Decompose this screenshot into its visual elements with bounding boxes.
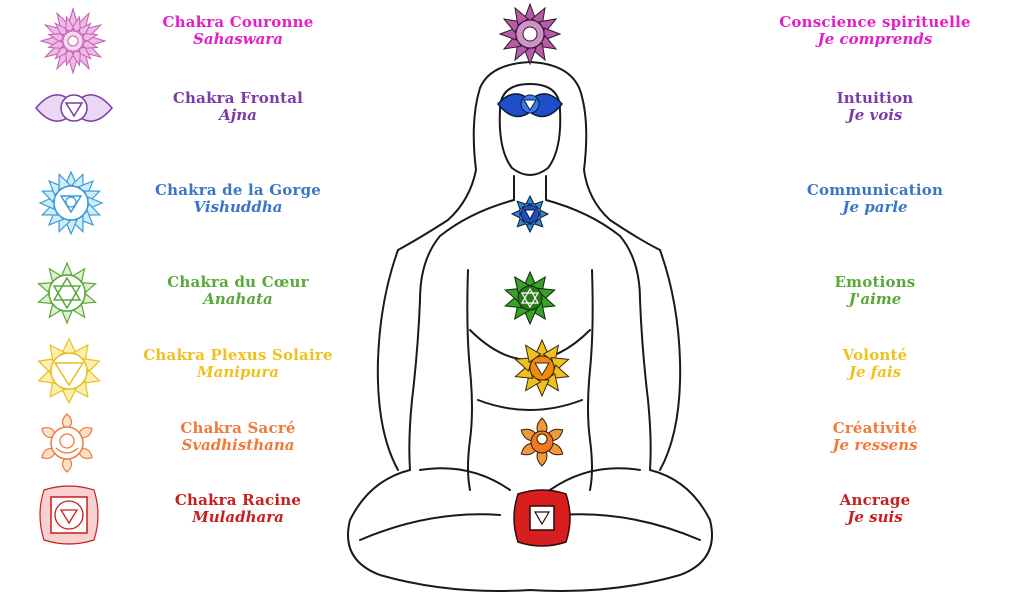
chakra-name: Chakra Couronne bbox=[162, 13, 314, 31]
chakra-quality: Créativité bbox=[832, 419, 918, 437]
chakra-quality: Communication bbox=[806, 181, 944, 199]
chakra-crown-label: Chakra Couronne Sahaswara bbox=[138, 13, 338, 49]
chakra-name: Chakra Frontal bbox=[172, 89, 304, 107]
heart-star-icon bbox=[36, 261, 98, 325]
chakra-sacral-label: Chakra Sacré Svadhisthana bbox=[138, 419, 338, 455]
body-throat-chakra bbox=[510, 194, 550, 234]
chakra-quality: Conscience spirituelle bbox=[779, 13, 971, 31]
quality-heart-label: Emotions J'aime bbox=[770, 273, 980, 309]
quality-third-eye-label: Intuition Je vois bbox=[770, 89, 980, 125]
body-third-eye-chakra bbox=[497, 93, 563, 118]
chakra-affirmation: Je suis bbox=[847, 508, 903, 527]
chakra-sanskrit: Anahata bbox=[203, 290, 273, 309]
chakra-affirmation: Je comprends bbox=[817, 30, 933, 49]
chakra-root-label: Chakra Racine Muladhara bbox=[138, 491, 338, 527]
throat-lotus-icon bbox=[38, 170, 104, 236]
chakra-sanskrit: Svadhisthana bbox=[181, 436, 295, 455]
body-solar-plexus-chakra bbox=[514, 338, 570, 398]
quality-solar-plexus-label: Volonté Je fais bbox=[770, 346, 980, 382]
chakra-solar-plexus-label: Chakra Plexus Solaire Manipura bbox=[138, 346, 338, 382]
chakra-quality: Ancrage bbox=[839, 491, 911, 509]
third-eye-icon bbox=[35, 94, 113, 122]
chakra-affirmation: Je parle bbox=[842, 198, 908, 217]
body-sacral-chakra bbox=[520, 417, 564, 467]
quality-sacral-label: Créativité Je ressens bbox=[770, 419, 980, 455]
chakra-quality: Intuition bbox=[836, 89, 914, 107]
chakra-affirmation: Je fais bbox=[848, 363, 902, 382]
chakra-sanskrit: Sahaswara bbox=[193, 30, 283, 49]
chakra-name: Chakra du Cœur bbox=[167, 273, 309, 291]
chakra-sanskrit: Vishuddha bbox=[193, 198, 283, 217]
solar-plexus-icon bbox=[37, 337, 101, 405]
chakra-affirmation: Je ressens bbox=[832, 436, 918, 455]
chakra-affirmation: Je vois bbox=[847, 106, 903, 125]
chakra-name: Chakra de la Gorge bbox=[154, 181, 322, 199]
quality-crown-label: Conscience spirituelle Je comprends bbox=[770, 13, 980, 49]
chakra-quality: Volonté bbox=[842, 346, 908, 364]
chakra-sanskrit: Muladhara bbox=[192, 508, 284, 527]
chakra-name: Chakra Plexus Solaire bbox=[143, 346, 333, 364]
chakra-heart-label: Chakra du Cœur Anahata bbox=[138, 273, 338, 309]
chakra-name: Chakra Sacré bbox=[180, 419, 296, 437]
body-heart-chakra bbox=[504, 270, 556, 326]
chakra-sanskrit: Ajna bbox=[219, 106, 257, 125]
root-square-icon bbox=[39, 485, 99, 545]
chakra-throat-label: Chakra de la Gorge Vishuddha bbox=[138, 181, 338, 217]
crown-lotus-icon bbox=[39, 7, 107, 75]
body-root-chakra bbox=[513, 489, 571, 547]
body-crown-chakra bbox=[498, 2, 562, 66]
chakra-affirmation: J'aime bbox=[848, 290, 902, 309]
chakra-name: Chakra Racine bbox=[174, 491, 302, 509]
chakra-third-eye-label: Chakra Frontal Ajna bbox=[138, 89, 338, 125]
chakra-quality: Emotions bbox=[834, 273, 916, 291]
chakra-sanskrit: Manipura bbox=[197, 363, 279, 382]
quality-throat-label: Communication Je parle bbox=[770, 181, 980, 217]
quality-root-label: Ancrage Je suis bbox=[770, 491, 980, 527]
sacral-lotus-icon bbox=[41, 413, 93, 473]
